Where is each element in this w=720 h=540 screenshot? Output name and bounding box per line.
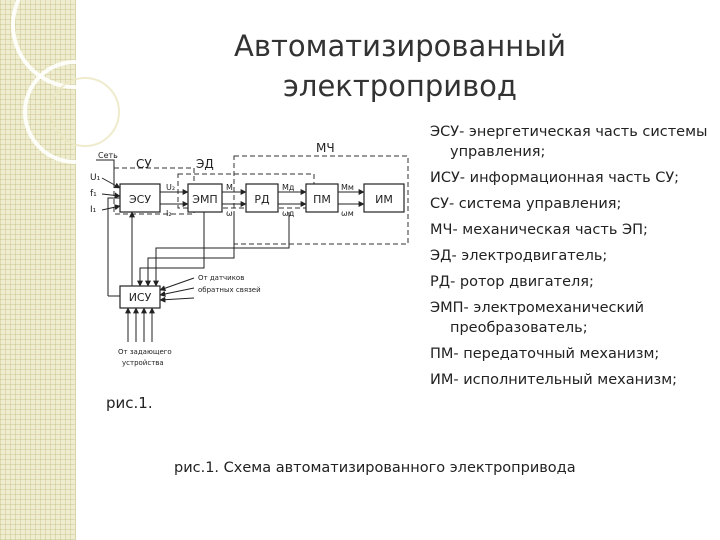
esu-block xyxy=(119,183,161,213)
decorative-strip xyxy=(0,0,75,540)
input-i1-label: I₁ xyxy=(90,205,97,215)
rd-block-label: РД xyxy=(254,193,270,206)
pm-block xyxy=(305,183,339,213)
title-line-1: Автоматизированный xyxy=(234,29,566,63)
figure-caption: рис.1. Схема автоматизированного электро… xyxy=(174,460,576,476)
legend-item-pm: ПМ- передаточный механизм; xyxy=(430,346,660,362)
slide-title: Автоматизированный электропривод xyxy=(180,26,620,106)
legend-item-rd: РД- ротор двигателя; xyxy=(430,274,594,290)
legend-item-ed: ЭД- электродвигатель; xyxy=(430,248,608,264)
legend-item-su: СУ- система управления; xyxy=(430,196,622,212)
emp-block-label: ЭМП xyxy=(192,193,217,206)
setpoint-label-line-2: устройства xyxy=(122,359,164,367)
im-block-label: ИМ xyxy=(375,193,393,206)
input-network-label: Сеть xyxy=(98,151,118,160)
decorative-circles xyxy=(11,0,139,164)
signal-wd-label: ωд xyxy=(282,209,295,218)
legend-item-im: ИМ- исполнительный механизм; xyxy=(430,372,678,388)
signal-mm-label: Mм xyxy=(341,183,354,192)
legend-item-esu: ЭСУ- энергетическая часть системы управл… xyxy=(430,124,708,160)
strip-border xyxy=(75,0,76,540)
input-f1-label: f₁ xyxy=(90,189,97,199)
isu-block-label: ИСУ xyxy=(129,291,152,304)
legend-item-isu: ИСУ- информационная часть СУ; xyxy=(430,170,680,186)
abbreviation-legend: ЭСУ- энергетическая часть системы управл… xyxy=(430,122,715,396)
im-block xyxy=(363,183,405,213)
ed-group-label: ЭД xyxy=(196,157,214,171)
rd-block xyxy=(245,183,279,213)
drive-block-diagram: СУ ЭД МЧ ЭСУ ЭМП РД ПМ ИМ ИСУ xyxy=(90,141,409,367)
su-group-frame xyxy=(113,167,195,215)
signal-i2-label: I₂ xyxy=(166,209,172,218)
title-line-2: электропривод xyxy=(283,69,517,103)
setpoint-label-line-1: От задающего xyxy=(118,348,172,356)
input-u1-label: U₁ xyxy=(90,173,101,183)
figure-label: рис.1. xyxy=(106,394,153,412)
signal-wm-label: ωм xyxy=(341,209,354,218)
legend-item-emp: ЭМП- электромеханический преобразователь… xyxy=(430,300,645,336)
mch-group-frame xyxy=(233,155,409,245)
emp-block xyxy=(187,183,223,213)
signal-m-label: M xyxy=(226,183,233,192)
mch-group-label: МЧ xyxy=(316,141,335,155)
signal-u2-label: U₂ xyxy=(166,183,175,192)
su-group-label: СУ xyxy=(136,157,152,171)
signal-w-label: ω xyxy=(226,209,233,218)
legend-item-mch: МЧ- механическая часть ЭП; xyxy=(430,222,648,238)
pm-block-label: ПМ xyxy=(313,193,331,206)
sensors-label-line-1: От датчиков xyxy=(198,274,244,282)
esu-block-label: ЭСУ xyxy=(129,193,151,206)
sensors-label-line-2: обратных связей xyxy=(198,286,261,294)
signal-md-label: Mд xyxy=(282,183,295,192)
